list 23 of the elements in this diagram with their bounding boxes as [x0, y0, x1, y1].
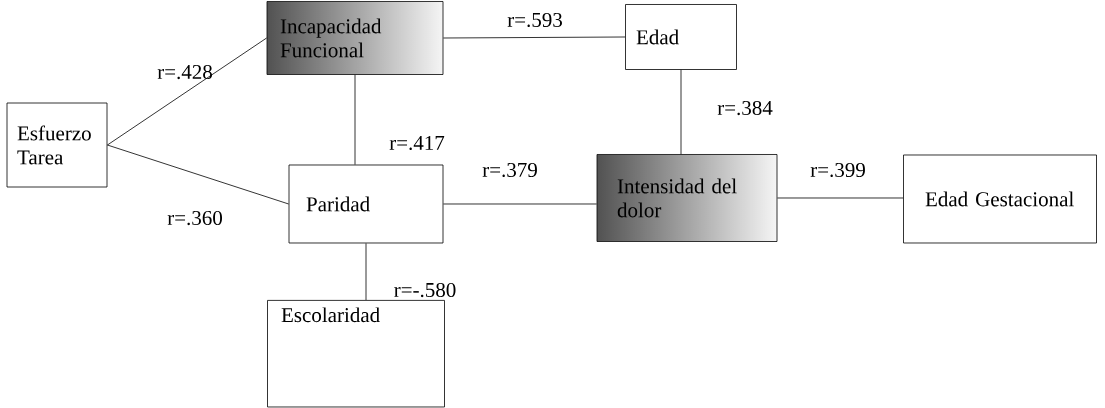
shaded-box: Intensidad del dolor [596, 154, 778, 242]
edge-label: r=.417 [389, 135, 445, 151]
edge-label: r=.593 [507, 12, 562, 28]
connector-line [107, 37, 267, 146]
edge-label: r=.399 [810, 162, 865, 178]
text-box: Escolaridad [267, 300, 445, 408]
connector-line [443, 36, 626, 39]
connector-line [443, 203, 597, 205]
text-box: Paridad [288, 164, 444, 244]
connector-line [777, 197, 904, 199]
text-box: Esfuerzo Tarea [6, 102, 108, 188]
text-box: Edad Gestacional [903, 154, 1097, 244]
connector-line [365, 243, 367, 301]
connector-line [680, 69, 682, 155]
shaded-box: Incapacidad Funcional [266, 1, 444, 75]
edge-label: r=.360 [167, 210, 222, 226]
connector-line [354, 74, 356, 165]
edge-label: r=.384 [717, 100, 773, 116]
edge-label: r=.379 [482, 162, 537, 178]
text-box: Edad [625, 4, 737, 70]
edge-label: r=.428 [157, 64, 212, 80]
connector-line [107, 144, 289, 205]
edge-label: r=-.580 [394, 282, 456, 298]
